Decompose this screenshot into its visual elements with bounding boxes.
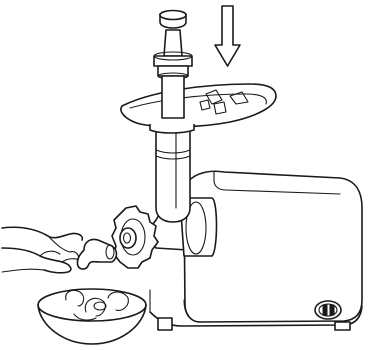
reverse-switch (315, 301, 341, 319)
sausage-piece (77, 239, 116, 269)
down-arrow-icon (215, 6, 240, 66)
feeding-tray (121, 84, 276, 133)
hand (2, 227, 82, 273)
locking-ring (112, 206, 158, 268)
collection-bowl (38, 289, 146, 344)
